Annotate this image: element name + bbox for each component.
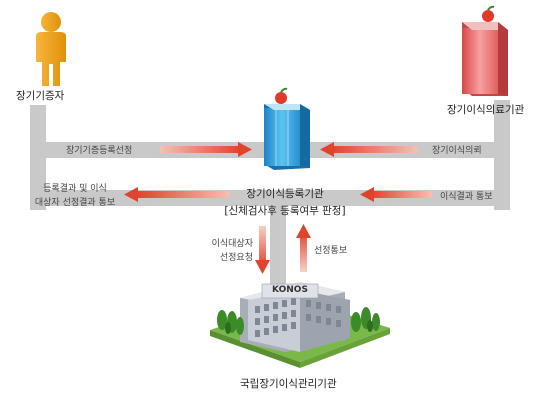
- donor-label: 장기기증자: [16, 90, 65, 102]
- flow-registry-to-konos-line2: 선정요청: [219, 253, 253, 263]
- arrow-registry-to-konos: [255, 226, 270, 274]
- person-icon: [36, 12, 66, 86]
- konos-label: 국립장기이식관리기관: [240, 378, 337, 390]
- hospital-label: 장기이식의료기관: [447, 104, 525, 116]
- flow-donor-to-registry-label: 장기기증등록선정: [66, 146, 133, 156]
- konos-building-icon: [210, 282, 390, 368]
- flow-registry-to-konos-label: 이식대상자 선정요청: [203, 236, 253, 263]
- registry-building-icon: [264, 87, 310, 170]
- flow-konos-to-registry-label: 선정통보: [314, 246, 348, 256]
- registry-label: 장기이식등록기관 [신체검사후 등록여부 판정]: [210, 186, 360, 218]
- arrow-hospital-to-registry: [320, 142, 418, 157]
- arrow-registry-to-left: [124, 187, 230, 202]
- flow-registry-to-konos-line1: 이식대상자: [211, 239, 253, 249]
- flow-registry-to-left-label: 등록결과 및 이식 대상자 선정결과 통보: [20, 181, 130, 208]
- konos-sign: KONOS: [272, 285, 308, 295]
- flow-hospital-to-registry-label: 장기이식의뢰: [432, 146, 482, 156]
- arrow-konos-to-registry: [296, 224, 311, 272]
- registry-label-line1: 장기이식등록기관: [246, 188, 324, 200]
- flow-hospital-result-label: 이식결과 통보: [440, 192, 493, 202]
- arrow-donor-to-registry: [160, 142, 252, 157]
- arrow-hospital-result: [360, 187, 432, 202]
- registry-label-line2: [신체검사후 등록여부 판정]: [224, 205, 346, 217]
- flow-registry-to-left-line2: 대상자 선정결과 통보: [34, 198, 116, 208]
- hospital-building-icon: [462, 5, 508, 96]
- flow-registry-to-left-line1: 등록결과 및 이식: [43, 184, 107, 194]
